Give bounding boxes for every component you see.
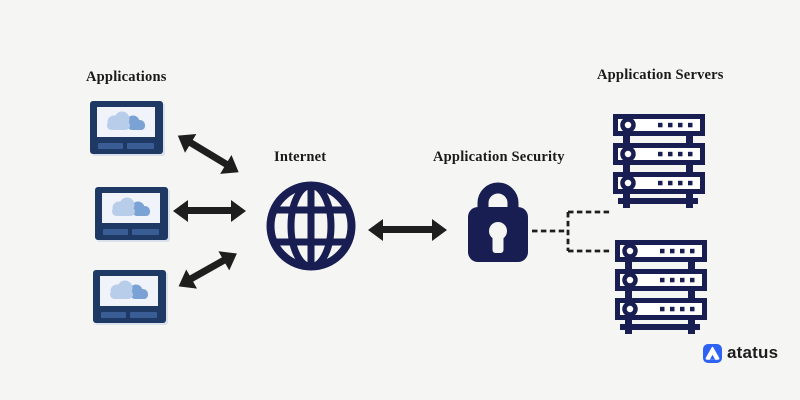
application-monitor-icon (95, 187, 168, 240)
internet-globe-icon (266, 181, 356, 271)
monitor-button (101, 312, 126, 318)
monitor-button (130, 312, 157, 318)
monitor-button (98, 143, 123, 149)
cloud-icon (110, 280, 148, 299)
server-stack-icon (613, 114, 705, 208)
arrow-internet-security (382, 226, 433, 233)
internet-label: Internet (274, 149, 327, 165)
monitor-screen (97, 107, 155, 137)
arrow-app1-internet (188, 139, 229, 168)
atatus-logo: atatus (703, 343, 778, 363)
dashed-connector (532, 210, 611, 253)
application-monitor-icon (93, 270, 166, 323)
cloud-icon (112, 197, 150, 216)
application-servers-label: Application Servers (597, 67, 724, 83)
cloud-icon (107, 111, 145, 130)
arrow-app3-internet (188, 256, 227, 283)
monitor-button (103, 229, 128, 235)
monitor-button (132, 229, 159, 235)
monitor-screen (102, 193, 160, 223)
atatus-logo-text: atatus (727, 343, 779, 362)
applications-label: Applications (86, 69, 167, 85)
application-monitor-icon (90, 101, 163, 154)
monitor-button (127, 143, 154, 149)
security-lock-icon (468, 182, 528, 262)
server-stack-icon (615, 240, 707, 334)
monitor-screen (100, 276, 158, 306)
atatus-logo-icon (703, 343, 722, 363)
arrow-app2-internet (187, 207, 232, 214)
application-security-label: Application Security (433, 149, 565, 165)
